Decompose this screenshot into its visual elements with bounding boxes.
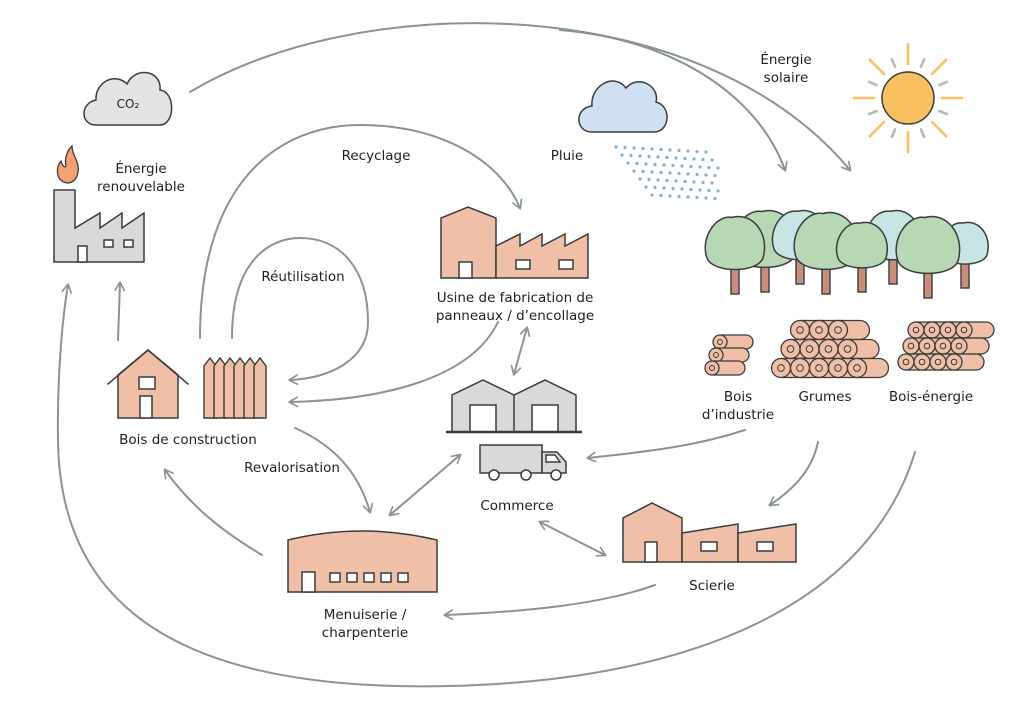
revalorisation-label: Revalorisation — [244, 460, 340, 476]
menuiserie-label: Menuiserie / charpenterie — [300, 606, 430, 642]
energie-renouvelable-label: Énergie renouvelable — [86, 160, 196, 196]
arrow-revalorisation — [294, 427, 374, 514]
log-piece-icon — [704, 360, 746, 376]
log-piece-icon — [955, 321, 995, 339]
energie-renouvelable-line-1: Énergie — [115, 161, 167, 177]
bois-industrie-line-2: d’industrie — [701, 407, 775, 423]
reutilisation-label: Réutilisation — [261, 269, 345, 285]
co2-label: CO₂ — [116, 97, 140, 111]
arrow-commerce-menuiserie — [388, 453, 462, 517]
factory-icon — [53, 189, 145, 263]
pluie-label: Pluie — [550, 148, 584, 164]
commerce-label: Commerce — [480, 498, 554, 514]
menuiserie-line-1: Menuiserie / — [323, 607, 407, 623]
bois-construction-label: Bois de construction — [119, 432, 257, 448]
arrow-usine-to-bois-construction — [288, 321, 499, 408]
menuiserie-line-2: charpenterie — [321, 625, 409, 641]
arrow-reutilisation — [231, 236, 370, 386]
warehouse-icon — [446, 379, 582, 434]
tree-icon — [704, 215, 766, 295]
bois-energie-label: Bois-énergie — [888, 389, 974, 405]
arrow-outer-cycle-to-factory — [56, 283, 916, 688]
arrow-usine-commerce — [510, 326, 531, 376]
scierie-label: Scierie — [689, 578, 735, 594]
log-piece-icon — [846, 357, 890, 379]
flame-icon — [56, 144, 79, 184]
log-piece-icon — [837, 338, 880, 360]
arrow-co2-to-forest-secondary — [559, 29, 788, 172]
log-piece-icon — [712, 334, 754, 350]
forest-icon — [704, 209, 989, 299]
bois-industrie-line-1: Bois — [723, 389, 753, 405]
log-piece-icon — [950, 337, 990, 355]
log-piece-icon — [708, 347, 750, 363]
tree-icon — [895, 215, 961, 299]
carpentry-icon — [287, 530, 438, 593]
log-piece-icon — [827, 319, 871, 341]
sawmill-icon — [622, 502, 797, 563]
truck-icon — [479, 444, 567, 481]
grumes-label: Grumes — [798, 389, 852, 405]
tree-icon — [835, 221, 889, 293]
arrow-bois-construction-to-factory — [114, 281, 126, 341]
arrow-bois-industrie-to-commerce — [586, 429, 746, 463]
usine-label: Usine de fabrication de panneaux / d’enc… — [420, 289, 610, 325]
log-icon — [704, 319, 995, 379]
arrow-recyclage — [199, 123, 523, 339]
rain-cloud-icon — [578, 80, 668, 133]
rain-icon — [614, 145, 720, 201]
log-piece-icon — [945, 353, 985, 371]
arrow-scierie-to-menuiserie — [443, 584, 656, 621]
flow-arrows — [56, 22, 916, 688]
arrow-co2-to-forest — [189, 22, 852, 172]
energie-renouvelable-line-2: renouvelable — [97, 179, 185, 195]
bois-industrie-label: Bois d’industrie — [693, 388, 783, 424]
usine-line-2: panneaux / d’encollage — [435, 308, 595, 324]
recyclage-label: Recyclage — [341, 148, 411, 164]
usine-line-1: Usine de fabrication de — [436, 290, 594, 306]
energie-solaire-label: Énergie solaire — [748, 51, 824, 87]
arrow-commerce-scierie — [538, 520, 607, 557]
arrow-menuiserie-to-bois-construction — [163, 468, 263, 556]
arrow-grumes-to-scierie — [768, 441, 819, 507]
sun-icon — [852, 42, 964, 154]
panel-factory-icon — [440, 206, 589, 279]
energie-solaire-line-2: solaire — [763, 70, 809, 86]
house-icon — [107, 349, 189, 419]
fence-plank-icon — [253, 356, 267, 419]
fence-icon — [203, 356, 267, 419]
co2-cloud-icon — [83, 71, 173, 126]
energie-solaire-line-1: Énergie — [760, 52, 812, 68]
